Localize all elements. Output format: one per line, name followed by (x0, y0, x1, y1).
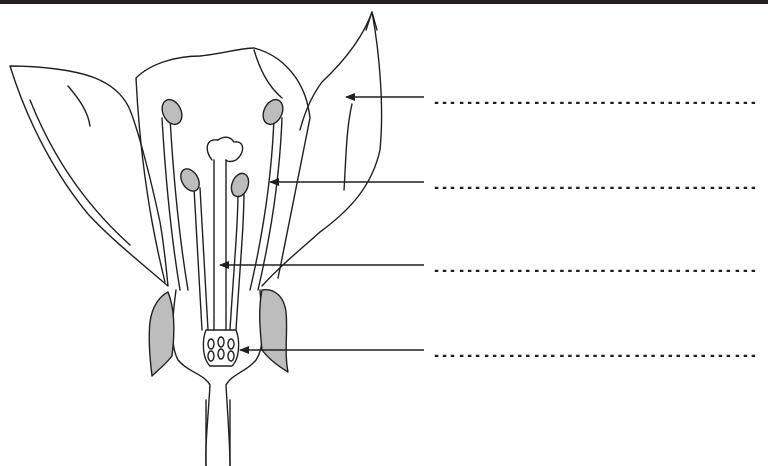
answer-blank-4[interactable]: ………………………………… (432, 344, 758, 361)
answer-blank-3[interactable]: ………………………………… (432, 259, 758, 276)
ovule-5 (228, 339, 234, 349)
stamen-filament-inner-left (194, 188, 208, 330)
ovule-4 (218, 349, 224, 359)
left-sepal (149, 292, 174, 376)
stamen-filament-outer-right (250, 118, 282, 290)
back-petal (136, 48, 310, 282)
right-sepal (260, 290, 288, 372)
right-petal-vein (344, 104, 352, 190)
answer-blank-1[interactable]: ………………………………… (432, 91, 758, 108)
receptacle (173, 290, 211, 466)
ovule-1 (208, 339, 214, 349)
left-petal-vein (68, 86, 90, 126)
back-petal-fold (254, 50, 282, 98)
anther-outer-right (259, 96, 286, 127)
anther-inner-right (228, 171, 251, 199)
stamen-filament-inner-right (230, 190, 244, 330)
ovule-6 (228, 351, 234, 361)
anther-inner-left (177, 166, 203, 195)
style (214, 160, 226, 330)
stigma (207, 137, 242, 161)
answer-blank-2[interactable]: ………………………………… (432, 176, 758, 193)
ovule-3 (218, 337, 224, 347)
ovule-2 (208, 351, 214, 361)
left-petal-vein-2 (30, 100, 130, 245)
